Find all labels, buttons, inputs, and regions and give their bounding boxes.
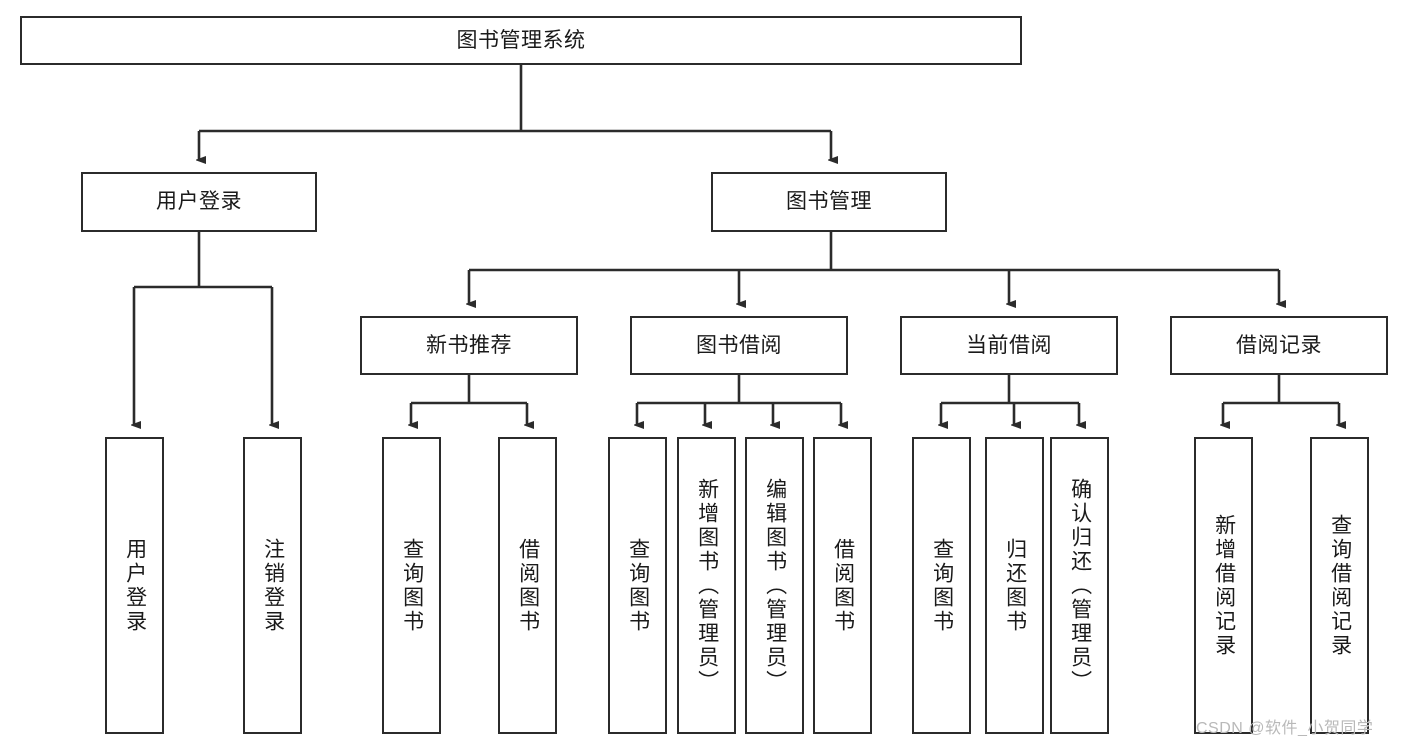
node-current-borrow-label: 当前借阅 xyxy=(966,333,1052,357)
node-leaf-borrow-book-2[interactable]: 借阅图书 xyxy=(813,437,872,734)
node-leaf-add-record-label: 新增借阅记录 xyxy=(1212,513,1236,658)
node-root[interactable]: 图书管理系统 xyxy=(20,16,1022,65)
node-leaf-edit-book-label: 编辑图书（管理员） xyxy=(763,477,787,694)
node-leaf-logout[interactable]: 注销登录 xyxy=(243,437,302,734)
node-leaf-add-record[interactable]: 新增借阅记录 xyxy=(1194,437,1253,734)
node-user-login[interactable]: 用户登录 xyxy=(81,172,317,232)
node-leaf-query-book-2[interactable]: 查询图书 xyxy=(608,437,667,734)
node-leaf-logout-label: 注销登录 xyxy=(261,537,285,634)
node-borrow-record[interactable]: 借阅记录 xyxy=(1170,316,1388,375)
node-leaf-confirm-return[interactable]: 确认归还（管理员） xyxy=(1050,437,1109,734)
node-book-borrow-label: 图书借阅 xyxy=(696,333,782,357)
node-book-manage[interactable]: 图书管理 xyxy=(711,172,947,232)
node-book-borrow[interactable]: 图书借阅 xyxy=(630,316,848,375)
node-leaf-borrow-book-1[interactable]: 借阅图书 xyxy=(498,437,557,734)
node-new-book-rec-label: 新书推荐 xyxy=(426,333,512,357)
node-book-manage-label: 图书管理 xyxy=(786,190,872,214)
node-leaf-user-login[interactable]: 用户登录 xyxy=(105,437,164,734)
node-leaf-query-book-3-label: 查询图书 xyxy=(930,537,954,634)
node-user-login-label: 用户登录 xyxy=(156,190,242,214)
node-leaf-query-book-1[interactable]: 查询图书 xyxy=(382,437,441,734)
node-leaf-query-record[interactable]: 查询借阅记录 xyxy=(1310,437,1369,734)
node-leaf-query-book-2-label: 查询图书 xyxy=(626,537,650,634)
node-current-borrow[interactable]: 当前借阅 xyxy=(900,316,1118,375)
node-new-book-rec[interactable]: 新书推荐 xyxy=(360,316,578,375)
node-borrow-record-label: 借阅记录 xyxy=(1236,333,1322,357)
node-leaf-borrow-book-1-label: 借阅图书 xyxy=(516,537,540,634)
node-leaf-add-book-label: 新增图书（管理员） xyxy=(695,477,719,694)
node-leaf-return-book[interactable]: 归还图书 xyxy=(985,437,1044,734)
node-leaf-edit-book[interactable]: 编辑图书（管理员） xyxy=(745,437,804,734)
node-leaf-user-login-label: 用户登录 xyxy=(123,537,147,634)
node-leaf-query-record-label: 查询借阅记录 xyxy=(1328,513,1352,658)
node-leaf-borrow-book-2-label: 借阅图书 xyxy=(831,537,855,634)
node-root-label: 图书管理系统 xyxy=(456,28,586,52)
node-leaf-add-book[interactable]: 新增图书（管理员） xyxy=(677,437,736,734)
node-leaf-return-book-label: 归还图书 xyxy=(1003,537,1027,634)
node-leaf-confirm-return-label: 确认归还（管理员） xyxy=(1068,477,1092,694)
node-leaf-query-book-1-label: 查询图书 xyxy=(400,537,424,634)
node-leaf-query-book-3[interactable]: 查询图书 xyxy=(912,437,971,734)
